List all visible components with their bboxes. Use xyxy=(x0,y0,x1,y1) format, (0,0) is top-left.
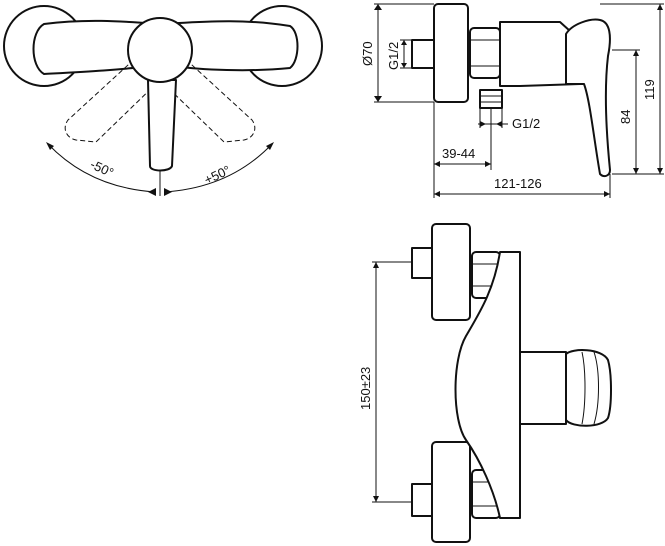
diameter-label: Ø70 xyxy=(360,41,375,66)
side-outlet xyxy=(479,89,503,109)
front-body xyxy=(454,251,521,519)
lever-left-rotated xyxy=(64,53,161,143)
side-nut xyxy=(469,27,501,79)
front-cartridge xyxy=(519,351,567,425)
side-view: Ø70 G1/2 G1/2 84 119 39-4 xyxy=(360,3,664,198)
top-view: -50° +50° xyxy=(3,5,323,196)
angle-arc-right xyxy=(163,143,273,193)
center-distance-label: 150±23 xyxy=(358,367,373,410)
front-rosette-lower xyxy=(431,441,471,543)
front-view: 150±23 xyxy=(358,223,612,543)
angle-right-label: +50° xyxy=(202,162,233,187)
height-lever-label: 84 xyxy=(618,110,633,124)
height-total-label: 119 xyxy=(642,79,657,100)
angle-arc-left xyxy=(47,143,157,193)
side-rosette xyxy=(433,3,469,103)
lever xyxy=(147,79,177,172)
lever-right-rotated xyxy=(159,53,256,143)
thread-lower-label: G1/2 xyxy=(512,116,540,131)
side-lever xyxy=(565,18,611,178)
side-inlet-thread xyxy=(411,39,435,69)
front-rosette-upper xyxy=(431,223,471,321)
front-inlet-lower xyxy=(411,483,433,517)
front-lever xyxy=(565,349,612,427)
lever-knob xyxy=(127,17,193,83)
front-inlet-upper xyxy=(411,247,433,279)
thread-upper-label: G1/2 xyxy=(386,42,401,70)
depth-total-label: 121-126 xyxy=(494,176,542,191)
depth-min-label: 39-44 xyxy=(442,146,475,161)
